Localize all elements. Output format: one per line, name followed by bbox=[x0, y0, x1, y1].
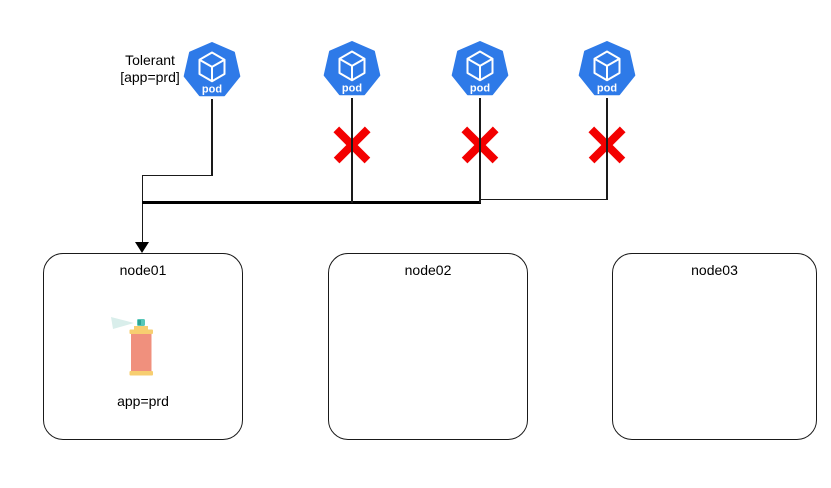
connector-bus-thin bbox=[480, 198, 608, 201]
pod-label: pod bbox=[342, 83, 362, 95]
pod-label: pod bbox=[202, 84, 222, 96]
pod-icon-2: pod bbox=[323, 41, 381, 99]
connector-pod1-vertical bbox=[211, 99, 213, 176]
tolerant-annotation-line1: Tolerant bbox=[125, 52, 175, 68]
kubernetes-pod-icon: pod bbox=[578, 41, 636, 96]
pod-label: pod bbox=[597, 83, 617, 95]
connector-pod3-vertical bbox=[479, 98, 481, 203]
kubernetes-pod-icon: pod bbox=[323, 41, 381, 96]
down-arrowhead-icon bbox=[135, 242, 149, 253]
node-label: node01 bbox=[119, 262, 167, 278]
node-label: node02 bbox=[404, 262, 452, 278]
pod-label: pod bbox=[470, 83, 490, 95]
taint-label: app=prd bbox=[117, 393, 169, 409]
tolerant-annotation-line2: [app=prd] bbox=[120, 68, 180, 85]
node-box-node02: node02 bbox=[328, 253, 528, 440]
connector-pod1-elbow bbox=[142, 174, 213, 177]
node-box-node03: node03 bbox=[612, 253, 817, 440]
connector-bus-thick bbox=[142, 200, 481, 204]
taint-spray-can-icon bbox=[111, 317, 153, 376]
tolerant-annotation: Tolerant [app=prd] bbox=[88, 52, 212, 85]
connector-pod4-vertical bbox=[606, 98, 608, 200]
node-box-node01: node01 app=prd bbox=[43, 253, 243, 440]
pod-icon-tolerant: pod bbox=[183, 42, 241, 100]
kubernetes-pod-icon: pod bbox=[183, 42, 241, 97]
connector-pod2-vertical bbox=[351, 98, 353, 203]
kubernetes-pod-icon: pod bbox=[451, 41, 509, 96]
pod-icon-3: pod bbox=[451, 41, 509, 99]
node-label: node03 bbox=[691, 262, 738, 278]
pod-icon-4: pod bbox=[578, 41, 636, 99]
connector-to-node01-vertical bbox=[141, 174, 144, 244]
